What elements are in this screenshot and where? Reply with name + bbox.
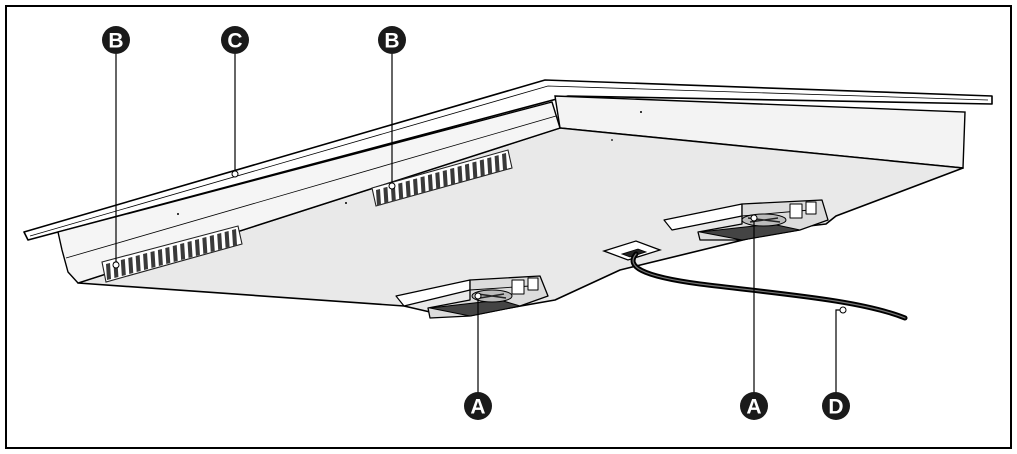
vent-slot	[180, 243, 186, 260]
vent-slot	[398, 182, 404, 200]
callout-b-left-label: B	[108, 30, 123, 53]
vent-slot	[209, 235, 215, 252]
housing-left-side	[57, 101, 561, 284]
cable-exit-plate	[601, 240, 663, 261]
figure-frame	[5, 5, 1012, 449]
callout-b-right-label: B	[384, 30, 399, 53]
vent-slot	[106, 263, 111, 280]
vent-slot	[232, 229, 237, 246]
callout-a-left-label: A	[470, 396, 485, 419]
vent-slots-left	[106, 229, 237, 280]
callout-a-right-label: A	[746, 396, 761, 419]
callout-a-left: A	[464, 392, 492, 420]
vent-slot	[405, 180, 411, 198]
callout-b-left: B	[102, 26, 130, 54]
vent-slot	[427, 174, 433, 192]
vent-slot	[450, 167, 456, 185]
power-cable	[630, 251, 908, 321]
vent-slot	[479, 159, 485, 177]
glass-plate-edge	[23, 79, 993, 241]
vent-slot	[150, 251, 156, 268]
side-step-line	[65, 115, 557, 259]
callout-a-right: A	[740, 392, 768, 420]
callout-b-right: B	[378, 26, 406, 54]
vent-slot	[194, 239, 200, 256]
vent-slot	[143, 253, 149, 270]
vent-slot	[494, 155, 500, 173]
vent-slot	[413, 178, 419, 196]
housing-bottom-face	[77, 127, 964, 314]
vent-slot	[487, 157, 493, 175]
callout-d: D	[822, 392, 850, 420]
leader-end-dots	[112, 170, 847, 314]
fan-housing-left	[395, 275, 549, 319]
vent-slots-right	[376, 153, 507, 206]
vent-slot	[165, 247, 171, 264]
vent-slot	[464, 163, 470, 181]
vent-slot	[120, 259, 126, 276]
vent-slot	[420, 176, 426, 194]
vent-slot	[376, 189, 381, 206]
vent-slot	[135, 255, 141, 272]
vent-slot	[128, 257, 134, 274]
leader-lines	[115, 54, 843, 404]
vent-slot	[217, 233, 223, 250]
fan-housing-right	[663, 199, 829, 241]
vent-slot	[187, 241, 193, 258]
surface-detail-dots	[177, 111, 642, 215]
callout-c-label: C	[227, 30, 242, 53]
vent-slot	[202, 237, 208, 254]
vent-slot	[224, 231, 230, 248]
vent-slot	[435, 172, 441, 190]
vent-slot	[172, 245, 178, 262]
callout-c: C	[221, 26, 249, 54]
vent-slot	[442, 169, 448, 187]
vent-slot	[472, 161, 478, 179]
vent-slot	[502, 153, 507, 170]
vent-slot	[157, 249, 163, 266]
callout-d-label: D	[828, 396, 843, 419]
vent-slot	[383, 186, 389, 204]
vent-slot	[457, 165, 463, 183]
